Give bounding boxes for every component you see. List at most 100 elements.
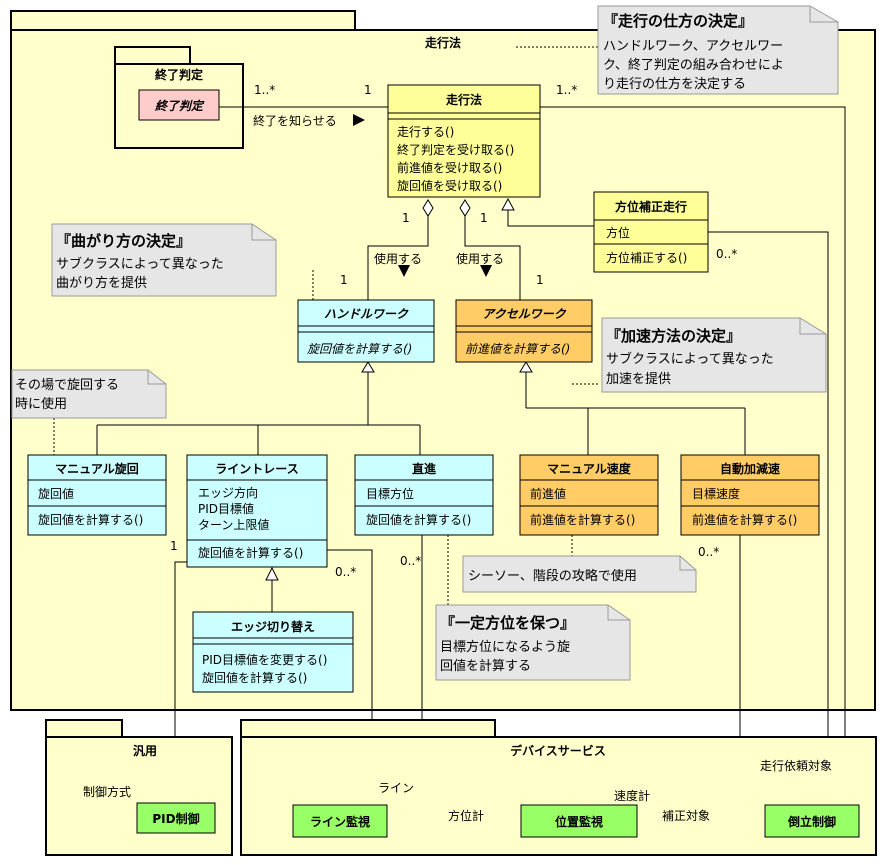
class-inverted-control-name: 倒立制御 [787,814,836,829]
label-line: ライン [378,781,414,795]
direction-arrow-use2 [480,265,492,277]
label-notify-end: 終了を知らせる [253,113,337,128]
note-soukou-decision-line: ク、終了判定の組み合わせによ [603,57,784,73]
note-soukou-decision-title: 『走行の仕方の決定』 [603,12,753,30]
generalization-arrow-accel [519,361,533,373]
note-soukou-decision: 『走行の仕方の決定』 ハンドルワーク、アクセルワー ク、終了判定の組み合わせによ… [597,5,839,95]
class-line-trace-name: ライントレース [215,462,298,476]
mult-diamond-accel: 1 [480,211,488,225]
class-line-trace[interactable]: ライントレース エッジ方向 PID目標値 ターン上限値 旋回値を計算する() [186,454,328,568]
note-keep-direction-line: 目標方位になるよう旋 [440,639,570,655]
class-straight[interactable]: 直進 目標方位 旋回値を計算する() [354,454,494,536]
note-seesaw-line: シーソー、階段の攻略で使用 [468,568,637,584]
class-auto-accel-attr: 目標速度 [692,486,740,501]
class-auto-accel[interactable]: 自動加減速 目標速度 前進値を計算する() [680,454,820,536]
class-auto-accel-name: 自動加減速 [720,461,780,476]
class-line-trace-attr: PID目標値 [198,501,254,516]
note-keep-direction: 『一定方位を保つ』 目標方位になるよう旋 回値を計算する [435,604,631,681]
package-device-service-label: デバイスサービス [510,743,606,758]
class-manual-turn-op: 旋回値を計算する() [38,512,143,527]
class-manual-turn[interactable]: マニュアル旋回 旋回値 旋回値を計算する() [27,454,167,536]
note-turn-decision: 『曲がり方の決定』 サブクラスによって異なった 曲がり方を提供 [51,223,277,297]
mult-handle-work: 1 [340,273,348,287]
note-keep-direction-line: 回値を計算する [440,658,531,674]
package-end-judgment: 終了判定 終了判定 [114,46,244,149]
label-control-method: 制御方式 [83,784,131,799]
aggregation-diamond-accel [459,199,471,217]
class-direction-correct-name: 方位補正走行 [615,199,687,214]
mult-accel-work: 1 [536,273,544,287]
label-correction-target: 補正対象 [662,809,710,823]
class-position-monitor-name: 位置監視 [555,814,603,829]
class-end-judgment[interactable] [138,89,220,121]
class-pid[interactable] [136,802,216,834]
mult-straight: 0..* [400,554,421,568]
class-straight-attr: 目標方位 [366,486,414,501]
class-direction-correct[interactable]: 方位補正走行 方位 方位補正する() [593,191,709,273]
class-soukouhou-op: 旋回値を受け取る() [397,178,502,193]
class-line-trace-op: 旋回値を計算する() [198,545,303,560]
class-pid-name: PID制御 [152,811,199,826]
class-line-monitor-name: ライン監視 [310,814,370,829]
note-accel-decision-line: サブクラスによって異なった [606,351,774,367]
class-end-judgment-name: 終了判定 [154,99,205,113]
class-soukouhou-op: 走行する() [397,125,454,139]
note-accel-decision-line: 加速を提供 [606,371,671,387]
package-general: 汎用 制御方式 PID制御 [45,719,233,856]
direction-arrow-notify [353,114,365,126]
mult-line-trace-pid: 1 [170,539,178,553]
class-line-monitor[interactable] [292,804,388,838]
class-position-monitor[interactable] [520,804,638,838]
label-speed-meter: 速度計 [614,788,650,803]
note-in-place-line: その場で旋回する [15,378,119,393]
connectors [96,106,846,829]
note-turn-decision-line: サブクラスによって異なった [56,256,224,272]
mult-soukou-right: 1..* [556,83,577,97]
class-manual-speed-attr: 前進値 [530,486,566,501]
mult-auto-accel: 0..* [698,545,719,559]
direction-arrow-use1 [398,265,410,277]
note-turn-decision-title: 『曲がり方の決定』 [56,232,191,250]
mult-soukou-left: 1 [364,83,372,97]
label-use2: 使用する [456,251,504,266]
mult-line-trace-line: 0..* [335,565,356,579]
class-edge-switch-op: PID目標値を変更する() [202,652,327,667]
mult-direction-correct: 0..* [716,247,737,261]
class-handle-work-op: 旋回値を計算する() [307,342,412,356]
note-soukou-decision-line: ハンドルワーク、アクセルワー [603,39,783,54]
class-accel-work[interactable]: アクセルワーク 前進値を計算する() [455,299,593,363]
aggregation-diamond-handle [422,199,434,217]
note-anchors [53,46,600,605]
class-inverted-control[interactable] [764,804,860,838]
class-manual-speed-op: 前進値を計算する() [530,512,635,527]
note-in-place-line: 時に使用 [15,396,67,412]
mult-end-judgment: 1..* [254,83,275,97]
note-turn-decision-line: 曲がり方を提供 [56,275,147,291]
mult-diamond-handle: 1 [402,211,410,225]
note-accel-decision: 『加速方法の決定』 サブクラスによって異なった 加速を提供 [601,317,827,393]
label-run-request-target: 走行依頼対象 [760,758,832,773]
note-keep-direction-title: 『一定方位を保つ』 [440,614,575,632]
class-handle-work-name: ハンドルワーク [324,307,409,321]
class-soukouhou-name: 走行法 [446,92,482,107]
note-in-place: その場で旋回する 時に使用 [11,369,167,419]
generalization-arrow-linetrace [265,566,279,581]
class-handle-work[interactable]: ハンドルワーク 旋回値を計算する() [297,299,435,363]
class-direction-correct-op: 方位補正する() [606,250,687,265]
generalization-arrow-handle [361,361,375,373]
class-straight-op: 旋回値を計算する() [366,512,471,527]
class-accel-work-name: アクセルワーク [482,307,566,321]
class-manual-speed[interactable]: マニュアル速度 前進値 前進値を計算する() [519,454,659,536]
package-device-service: デバイスサービス ライン 方位計 速度計 補正対象 走行依頼対象 ライン監視 位… [240,719,877,856]
association-markers [265,114,533,581]
class-direction-correct-attr: 方位 [606,225,630,240]
class-edge-switch-op: 旋回値を計算する() [202,670,307,685]
class-soukouhou[interactable]: 走行法 走行する() 終了判定を受け取る() 前進値を受け取る() 旋回値を受け… [387,84,541,198]
label-direction-meter: 方位計 [448,808,484,823]
package-main-label: 走行法 [425,35,461,50]
class-edge-switch[interactable]: エッジ切り替え PID目標値を変更する() 旋回値を計算する() [192,611,354,693]
note-accel-decision-title: 『加速方法の決定』 [606,327,741,345]
class-line-trace-attr: エッジ方向 [198,485,258,500]
